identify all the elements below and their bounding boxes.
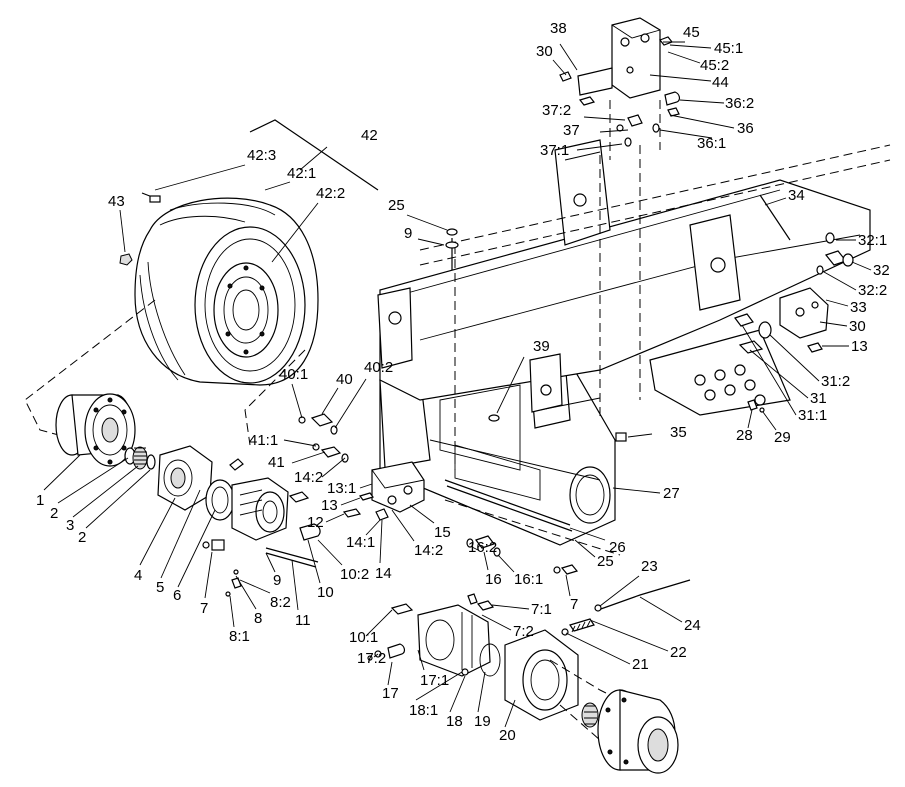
callout-label: 8:1 — [229, 628, 250, 645]
callout-label: 25 — [388, 197, 405, 214]
callout-label: 32 — [873, 262, 890, 279]
callout-label: 7:2 — [513, 623, 534, 640]
callout-label: 40:1 — [279, 366, 308, 383]
right-hydraulic-motor — [367, 593, 641, 741]
callout-label: 31 — [810, 390, 827, 407]
callout-label: 10 — [317, 584, 334, 601]
callout-label: 10:2 — [340, 566, 369, 583]
callout-label: 36 — [737, 120, 754, 137]
callout-label: 8 — [254, 610, 262, 627]
callout-label: 31:2 — [821, 373, 850, 390]
callout-label: 16 — [485, 571, 502, 588]
callout-label: 17 — [382, 685, 399, 702]
callout-label: 39 — [533, 338, 550, 355]
callout-label: 33 — [850, 299, 867, 316]
callout-label: 26 — [609, 539, 626, 556]
callout-label: 37:2 — [542, 102, 571, 119]
callout-label: 23 — [641, 558, 658, 575]
callout-label: 40 — [336, 371, 353, 388]
callout-label: 41:1 — [249, 432, 278, 449]
leader-lines — [43, 41, 872, 728]
callout-label: 1 — [36, 492, 44, 509]
callout-label: 43 — [108, 193, 125, 210]
callout-label: 14:2 — [414, 542, 443, 559]
callout-label: 14:2 — [294, 469, 323, 486]
callout-label: 28 — [736, 427, 753, 444]
callout-label: 22 — [670, 644, 687, 661]
callout-label: 37:1 — [540, 142, 569, 159]
callout-label: 45 — [683, 24, 700, 41]
callout-label: 9 — [404, 225, 412, 242]
callout-label: 29 — [774, 429, 791, 446]
tire-wheel-assembly — [24, 192, 319, 471]
callout-label: 14 — [375, 565, 392, 582]
callout-label: 14:1 — [346, 534, 375, 551]
callout-label: 5 — [156, 579, 164, 596]
callout-label: 3 — [66, 517, 74, 534]
callout-label: 34 — [788, 187, 805, 204]
callout-label: 31:1 — [798, 407, 827, 424]
callout-label: 13 — [851, 338, 868, 355]
callout-label: 45:2 — [700, 57, 729, 74]
callout-label: 24 — [684, 617, 701, 634]
callout-label: 36:1 — [697, 135, 726, 152]
callout-label: 40:2 — [364, 359, 393, 376]
callout-label: 30 — [536, 43, 553, 60]
callout-label: 16:1 — [514, 571, 543, 588]
callout-label: 2 — [78, 529, 86, 546]
callout-label: 17:2 — [357, 650, 386, 667]
callout-label: 16:2 — [468, 539, 497, 556]
right-wheel-hub — [581, 689, 679, 774]
callout-label: 18:1 — [409, 702, 438, 719]
callout-label: 42:3 — [247, 147, 276, 164]
callout-label: 10:1 — [349, 629, 378, 646]
callout-label: 45:1 — [714, 40, 743, 57]
callout-label: 11 — [295, 612, 311, 629]
top-valve-assembly — [559, 17, 681, 160]
callout-label: 7 — [570, 596, 578, 613]
callout-label: 32:1 — [858, 232, 887, 249]
callout-label: 32:2 — [858, 282, 887, 299]
callout-label: 42 — [361, 127, 378, 144]
callout-label: 6 — [173, 587, 181, 604]
callout-label: 37 — [563, 122, 580, 139]
main-frame — [377, 139, 891, 556]
callout-label: 25 — [597, 553, 614, 570]
callout-label: 36:2 — [725, 95, 754, 112]
callout-label: 42:2 — [316, 185, 345, 202]
brake-cable — [561, 579, 691, 636]
callout-label: 20 — [499, 727, 516, 744]
callout-label: 15 — [434, 524, 451, 541]
callout-label: 30 — [849, 318, 866, 335]
callout-label: 35 — [670, 424, 687, 441]
left-hydraulic-motor — [202, 458, 321, 597]
left-wheel-hub — [55, 393, 156, 470]
callout-label: 42:1 — [287, 165, 316, 182]
callout-label: 2 — [50, 505, 58, 522]
callout-label: 21 — [632, 656, 649, 673]
callout-label: 17:1 — [420, 672, 449, 689]
callout-label: 7 — [200, 600, 208, 617]
callout-label: 7:1 — [531, 601, 552, 618]
callout-label: 19 — [474, 713, 491, 730]
callout-label: 44 — [712, 74, 729, 91]
callout-label: 38 — [550, 20, 567, 37]
right-side-valve — [734, 232, 854, 413]
callout-label: 27 — [663, 485, 680, 502]
callout-label: 9 — [273, 572, 281, 589]
callout-label: 8:2 — [270, 594, 291, 611]
callout-label: 13 — [321, 497, 338, 514]
callout-label: 18 — [446, 713, 463, 730]
callout-label: 41 — [268, 454, 285, 471]
callout-label: 13:1 — [327, 480, 356, 497]
callout-label: 4 — [134, 567, 142, 584]
callout-label: 12 — [307, 514, 324, 531]
